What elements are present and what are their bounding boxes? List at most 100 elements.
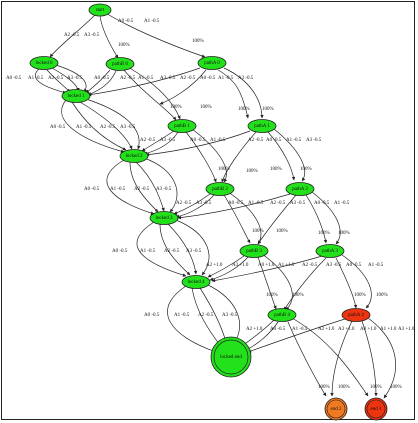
- node-pathA-4[interactable]: pathA 4: [341, 308, 371, 322]
- edge: [159, 69, 207, 105]
- edge-label: A1 -0.5: [144, 19, 160, 24]
- edge: [127, 66, 181, 120]
- edge: [141, 130, 175, 152]
- edge-label: A0 -0.5: [144, 313, 160, 318]
- node-pathB-4[interactable]: pathB 4: [267, 308, 297, 322]
- edge-label: 100%: [318, 231, 330, 236]
- node-pathB-0[interactable]: pathB 0: [105, 57, 135, 71]
- edge-label: 100%: [300, 167, 312, 172]
- edge-label: A0 -0.5: [84, 187, 100, 192]
- node-label: pathB 4: [274, 313, 290, 318]
- edge: [367, 317, 396, 399]
- edge-label: A3 -0.5: [186, 249, 202, 254]
- node-pathA-0[interactable]: pathA 0: [197, 56, 227, 70]
- edge: [305, 194, 328, 244]
- node-locked-3[interactable]: locked 3: [149, 211, 179, 225]
- node-label: pathA 3: [322, 249, 338, 254]
- edge: [123, 69, 177, 121]
- edge-label: A2 -0.5: [120, 76, 136, 81]
- edge: [129, 161, 159, 213]
- edge-label: A0 -0.5: [190, 138, 206, 143]
- node-label: end 2: [331, 407, 342, 412]
- edge-label: A1 -0.5: [286, 138, 302, 143]
- edge: [217, 69, 249, 119]
- edge-label: A2 -0.5: [176, 201, 192, 206]
- edge-label: A2 -0.5: [48, 76, 64, 81]
- node-end-1[interactable]: end 1: [364, 397, 388, 421]
- node-label: locked 2: [125, 154, 143, 159]
- edge: [247, 317, 349, 353]
- edge: [167, 223, 198, 275]
- edge-label: A0 +1.0: [258, 263, 275, 268]
- node-label: pathB 2: [212, 187, 228, 192]
- edge-label: 100%: [170, 105, 182, 110]
- node-locked-1[interactable]: locked 1: [61, 89, 91, 103]
- edge: [291, 317, 369, 397]
- node-label: pathB 1: [174, 124, 190, 129]
- edge-label: A3 -0.5: [306, 138, 322, 143]
- node-start[interactable]: start: [88, 3, 112, 17]
- node-end-2[interactable]: end 2: [324, 397, 348, 421]
- edge-label: 100%: [390, 385, 402, 390]
- edge-label: A1 -0.5: [218, 76, 234, 81]
- node-pathA-1[interactable]: pathA 1: [247, 119, 277, 133]
- edge-label: 100%: [246, 169, 258, 174]
- node-pathA-2[interactable]: pathA 2: [285, 182, 315, 196]
- edge: [103, 11, 206, 58]
- node-locked-4[interactable]: locked 4: [181, 275, 211, 289]
- edge-label: A0 -0.5: [94, 76, 110, 81]
- edge: [257, 194, 297, 245]
- edge-label: A0 -0.5: [200, 76, 216, 81]
- edge-label: A2 +1.0: [246, 327, 263, 332]
- edge-label: 100%: [370, 385, 382, 390]
- edge-label: 100%: [376, 293, 388, 298]
- edge: [273, 128, 306, 182]
- edge: [191, 128, 228, 183]
- edge-label: A3 -0.5: [238, 76, 254, 81]
- edge-label: A1 -0.5: [210, 138, 226, 143]
- edge: [335, 257, 358, 309]
- edge: [49, 13, 97, 58]
- edge: [79, 101, 133, 150]
- edge-label: 100%: [270, 167, 282, 172]
- edge-label: A2 -0.5: [140, 138, 156, 143]
- node-label: start: [96, 8, 105, 13]
- edge: [191, 287, 221, 346]
- edge-label: 100%: [318, 385, 330, 390]
- edge-label: A3 -0.5: [156, 187, 172, 192]
- edge-label: A0 +1.0: [360, 327, 377, 332]
- edge-label: A3 +1.0: [338, 327, 355, 332]
- edge-label: A0 -0.5: [6, 76, 22, 81]
- edge-label: A3 +1.0: [232, 263, 249, 268]
- node-pathB-3[interactable]: pathB 3: [239, 244, 269, 258]
- node-pathB-2[interactable]: pathB 2: [205, 182, 235, 196]
- node-label: locked 4: [187, 280, 205, 285]
- node-pathA-3[interactable]: pathA 3: [315, 244, 345, 258]
- edge-label: 100%: [192, 39, 204, 44]
- node-locked-0[interactable]: locked 0: [29, 56, 59, 70]
- edge: [135, 161, 165, 212]
- node-locked-end[interactable]: locked end: [210, 336, 252, 378]
- node-label: locked 1: [67, 94, 85, 99]
- edge-label: A0 -0.5: [346, 263, 362, 268]
- edge: [257, 256, 277, 310]
- edge: [106, 159, 155, 215]
- edge-label: 100%: [266, 293, 278, 298]
- edge-label: A3 -0.5: [160, 138, 176, 143]
- node-locked-2[interactable]: locked 2: [119, 149, 149, 163]
- edge-labels: A0 -0.5 A1 -0.5 A2 -0.5 A3 -0.5 100% 100…: [6, 19, 415, 390]
- node-pathB-1[interactable]: pathB 1: [167, 119, 197, 133]
- edge-label: A0 -0.5: [270, 327, 286, 332]
- edge-label: A1 -0.5: [174, 313, 190, 318]
- edge-label: 100%: [200, 105, 212, 110]
- edge-label: 100%: [276, 229, 288, 234]
- edge-label: A0 -0.5: [266, 138, 282, 143]
- edge-label: A2 +1.0: [318, 327, 335, 332]
- edge: [209, 256, 249, 281]
- edge: [99, 15, 119, 59]
- node-label: pathB 0: [112, 62, 128, 67]
- edge-label: A2 -0.5: [302, 263, 318, 268]
- edge: [46, 69, 71, 93]
- edge: [35, 67, 67, 94]
- edge: [167, 285, 217, 353]
